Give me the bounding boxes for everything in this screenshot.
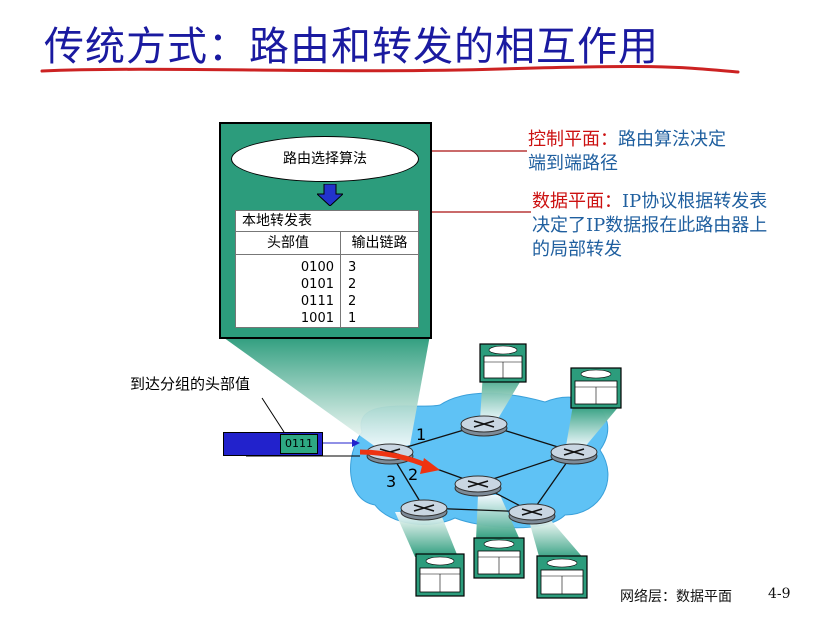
data-plane-term: 数据平面： (532, 191, 622, 212)
control-plane-term: 控制平面： (528, 129, 618, 150)
packet-caption-leader (261, 397, 285, 433)
mini-router-tables (415, 343, 622, 599)
col-header-value: 头部值 (236, 232, 341, 254)
forwarding-table: 本地转发表 头部值 输出链路 0100 3 0101 2 0111 2 1001… (235, 210, 419, 328)
link-number-3: 3 (386, 472, 397, 491)
routing-algorithm-ellipse: 路由选择算法 (231, 136, 419, 182)
header-value: 0100 (300, 260, 334, 275)
data-plane-line3: 的局部转发 (532, 239, 622, 260)
forwarding-table-header: 头部值 输出链路 (236, 232, 418, 255)
table-divider (340, 254, 341, 327)
router-box: 路由选择算法 本地转发表 头部值 输出链路 0100 3 0101 2 0111… (219, 122, 432, 339)
title-underline (40, 64, 740, 74)
output-link: 2 (348, 277, 357, 292)
router-box-cone (220, 335, 430, 450)
output-link: 2 (348, 294, 357, 309)
header-value: 0101 (300, 277, 334, 292)
slide-title: 传统方式：路由和转发的相互作用 (44, 24, 659, 70)
table-row: 0101 2 (236, 276, 418, 293)
link-number-1: 1 (416, 425, 427, 444)
output-link: 3 (348, 260, 357, 275)
data-plane-line1: IP协议根据转发表 (622, 191, 768, 212)
page-number: 4-9 (768, 586, 791, 602)
link-number-2: 2 (408, 465, 419, 484)
header-value: 0111 (300, 294, 334, 309)
data-plane-line2: 决定了IP数据报在此路由器上 (532, 215, 768, 236)
packet-caption: 到达分组的头部值 (130, 375, 251, 393)
down-arrow-icon (317, 184, 343, 206)
packet-header-value: 0111 (280, 434, 318, 454)
footer-section: 网络层：数据平面 (620, 589, 732, 605)
table-row: 0111 2 (236, 293, 418, 310)
control-plane-line1: 路由算法决定 (618, 129, 726, 150)
output-link: 1 (348, 311, 357, 326)
table-row: 1001 1 (236, 310, 418, 327)
arriving-packet: 0111 (223, 432, 323, 456)
col-output-link: 输出链路 (351, 235, 408, 251)
data-plane-annotation: 数据平面：IP协议根据转发表 决定了IP数据报在此路由器上 的局部转发 (532, 190, 767, 262)
forwarding-table-title: 本地转发表 (236, 211, 418, 232)
table-row: 0100 3 (236, 259, 418, 276)
header-value: 1001 (300, 311, 334, 326)
control-plane-annotation: 控制平面：路由算法决定 端到端路径 (528, 128, 726, 176)
control-plane-line2: 端到端路径 (528, 153, 618, 174)
